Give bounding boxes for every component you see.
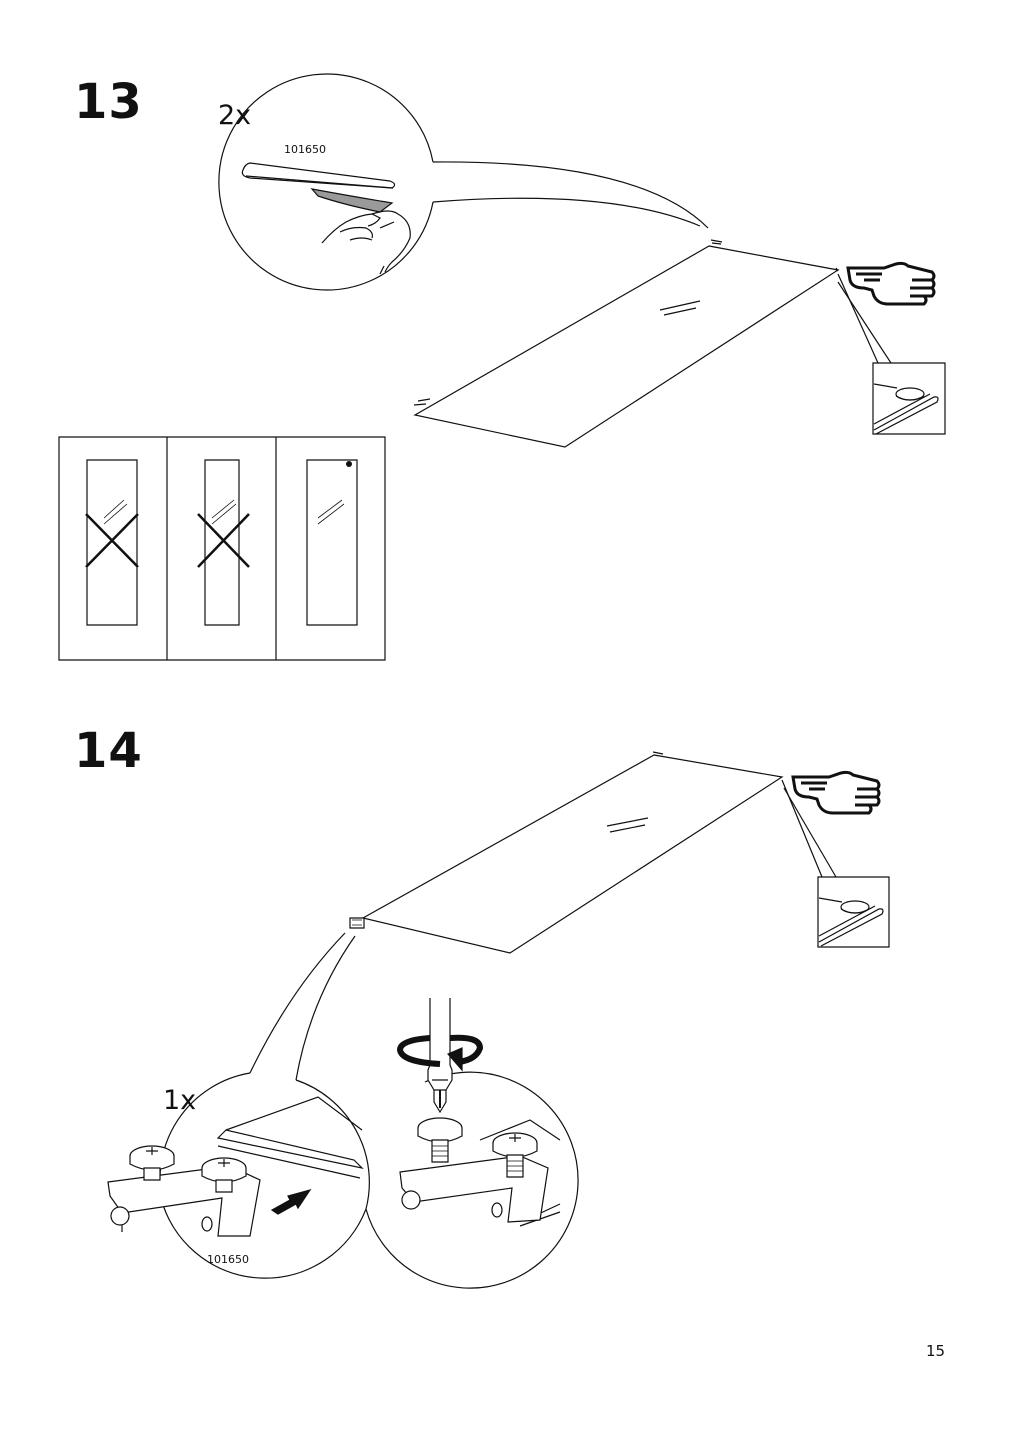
felt-pad-peel-detail (219, 74, 708, 290)
screwdriver-icon (428, 998, 452, 1112)
screw-icon (493, 1133, 537, 1177)
step-13-number: 13 (74, 74, 143, 130)
step-14-quantity: 1x (163, 1085, 197, 1116)
corner-pad-detail-14 (818, 877, 889, 947)
step-13-quantity: 2x (218, 100, 252, 131)
screw-icon (130, 1146, 174, 1180)
push-arrow-icon (272, 1190, 310, 1214)
screw-icon (202, 1158, 246, 1192)
orientation-guide (59, 437, 385, 660)
step-14-part-number: 101650 (207, 1253, 249, 1266)
hand-peeling-icon (322, 211, 410, 274)
screw-tightening-detail (366, 998, 578, 1288)
pointing-hand-icon (848, 263, 934, 304)
pointing-hand-icon (793, 772, 879, 813)
screw-icon (418, 1118, 462, 1162)
rotate-clockwise-icon (400, 1038, 480, 1070)
wrong-x-icon (198, 514, 249, 567)
corner-pad-detail-13 (873, 363, 945, 434)
glass-panel-14 (350, 752, 782, 953)
step-14-illustration (108, 752, 889, 1288)
glass-panel-13 (414, 240, 838, 447)
step-13-part-number: 101650 (284, 143, 326, 156)
step-13-illustration (59, 74, 945, 660)
step-14-number: 14 (74, 723, 143, 779)
bracket-insert-detail (108, 1073, 369, 1278)
page-number: 15 (926, 1342, 946, 1360)
wrong-x-icon (86, 514, 138, 567)
